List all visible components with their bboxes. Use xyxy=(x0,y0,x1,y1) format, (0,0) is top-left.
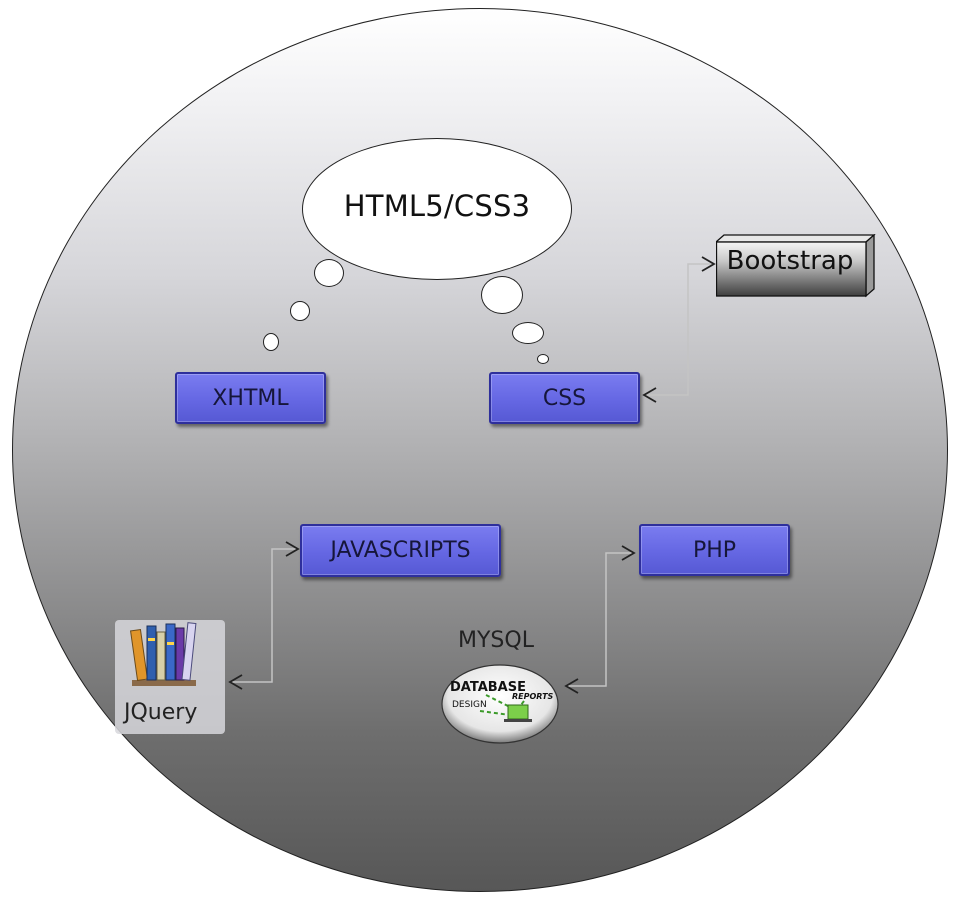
cloud-title: HTML5/CSS3 xyxy=(343,189,531,223)
connector-mysql-php xyxy=(566,552,632,687)
arrowhead-mysql xyxy=(564,678,579,694)
thought-bubble-left-medium xyxy=(290,301,310,321)
arrowhead-css xyxy=(642,387,657,403)
thought-bubble-left-small xyxy=(263,333,279,351)
arrowhead-jquery xyxy=(228,674,243,690)
thought-cloud: HTML5/CSS3 xyxy=(302,138,572,280)
bootstrap-box-shape xyxy=(716,234,876,298)
node-xhtml-label: XHTML xyxy=(212,385,289,411)
node-javascripts-label: JAVASCRIPTS xyxy=(330,538,471,563)
node-mysql-label: MYSQL xyxy=(458,628,534,653)
database-text: DATABASE xyxy=(450,680,526,695)
connector-arrowheads xyxy=(228,256,716,694)
arrowhead-bootstrap xyxy=(701,256,716,272)
database-icon: DATABASE REPORTS DESIGN xyxy=(441,664,559,744)
node-css-label: CSS xyxy=(542,385,587,411)
node-xhtml: XHTML xyxy=(175,372,326,424)
thought-bubble-left-large xyxy=(314,259,344,287)
books-icon xyxy=(130,622,197,686)
thought-bubble-right-medium xyxy=(512,322,544,344)
connector-lines xyxy=(230,263,712,687)
arrowhead-javascripts xyxy=(285,541,300,557)
node-bootstrap-label: Bootstrap xyxy=(726,246,854,276)
arrowhead-php xyxy=(621,545,636,561)
thought-bubble-right-small xyxy=(537,354,549,364)
design-text: DESIGN xyxy=(452,700,487,710)
connector-jquery-javascripts xyxy=(230,548,296,683)
node-php: PHP xyxy=(639,524,790,576)
connector-css-bootstrap xyxy=(644,263,712,396)
reports-text: REPORTS xyxy=(512,692,554,701)
thought-bubble-right-large xyxy=(481,276,523,314)
node-css: CSS xyxy=(489,372,640,424)
node-jquery-label: JQuery xyxy=(124,700,198,725)
node-javascripts: JAVASCRIPTS xyxy=(300,524,501,577)
node-bootstrap: Bootstrap xyxy=(716,234,876,298)
node-php-label: PHP xyxy=(692,537,737,563)
